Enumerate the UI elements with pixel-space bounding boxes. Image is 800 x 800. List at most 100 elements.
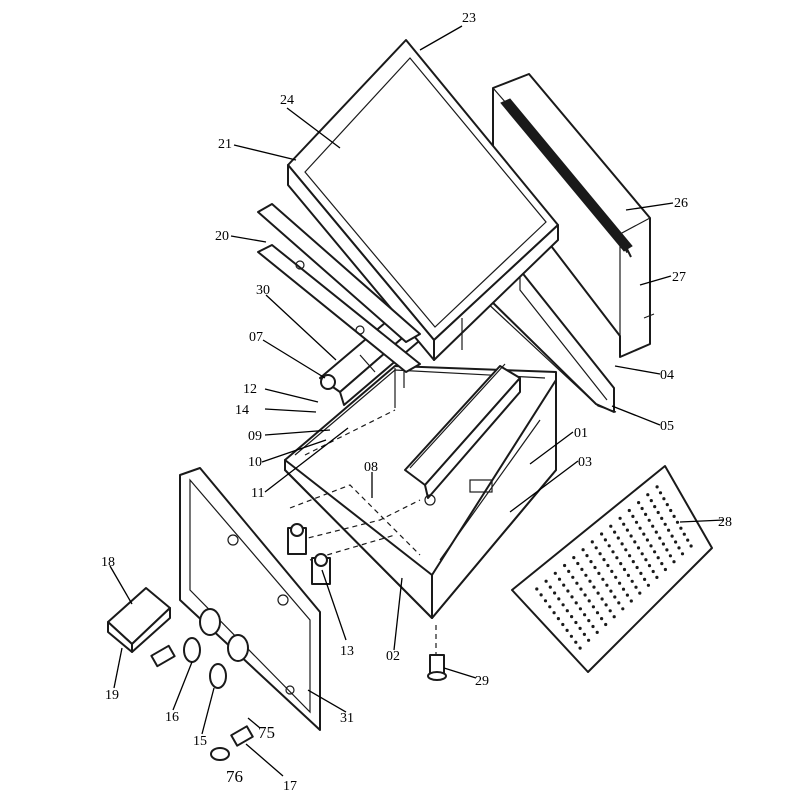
louver-slat bbox=[544, 151, 551, 161]
grate-hole bbox=[649, 499, 653, 503]
callout-01: 01 bbox=[574, 426, 588, 441]
louver-slat bbox=[589, 204, 595, 214]
callout-30: 30 bbox=[256, 283, 270, 298]
louver-slat bbox=[559, 168, 566, 178]
leader-14 bbox=[264, 408, 317, 413]
callout-21: 21 bbox=[218, 137, 232, 152]
callout-31: 31 bbox=[340, 711, 354, 726]
grate-hole bbox=[597, 571, 601, 576]
louver-slat bbox=[622, 244, 629, 254]
louver-slat bbox=[607, 226, 614, 236]
grate-hole bbox=[647, 518, 651, 522]
louver-slat bbox=[555, 164, 562, 174]
grate-hole bbox=[548, 585, 552, 589]
grate-hole bbox=[655, 575, 659, 580]
grate-hole bbox=[658, 536, 662, 540]
grate-hole bbox=[621, 587, 626, 591]
grate-hole bbox=[584, 573, 588, 577]
louver-slat bbox=[603, 222, 610, 231]
grate-hole bbox=[583, 613, 587, 617]
grate-hole bbox=[647, 564, 652, 568]
grate-hole bbox=[582, 632, 587, 637]
grate-hole bbox=[567, 569, 571, 574]
louver-slat bbox=[522, 124, 529, 134]
grate-hole bbox=[658, 491, 663, 495]
grate-hole bbox=[640, 506, 644, 511]
callout-23: 23 bbox=[462, 11, 476, 26]
grate-hole bbox=[606, 563, 610, 568]
side-rail bbox=[257, 203, 421, 373]
grate-hole bbox=[628, 554, 632, 558]
grate-hole bbox=[609, 589, 613, 593]
grate-hole bbox=[616, 536, 620, 540]
grate-hole bbox=[587, 619, 591, 623]
grate-hole bbox=[587, 638, 591, 642]
grate-hole bbox=[603, 538, 608, 542]
callout-labels: 23 24 21 26 20 27 30 07 04 12 14 05 09 0… bbox=[101, 11, 732, 794]
leader-23 bbox=[419, 25, 463, 51]
grate-hole bbox=[639, 571, 643, 576]
leader-29 bbox=[443, 667, 477, 679]
grate-hole bbox=[569, 634, 574, 638]
louver-slat bbox=[533, 137, 540, 147]
grate-hole bbox=[593, 565, 597, 570]
callout-10: 10 bbox=[248, 455, 262, 470]
leg-foot bbox=[427, 654, 447, 681]
grate-hole bbox=[631, 514, 635, 519]
grate-hole bbox=[576, 561, 580, 566]
grate-hole bbox=[621, 607, 625, 611]
grate-hole bbox=[649, 544, 653, 548]
grate-hole bbox=[665, 548, 669, 552]
louver-slat bbox=[548, 155, 555, 165]
grate-hole bbox=[624, 548, 628, 552]
grate-hole bbox=[654, 530, 658, 534]
louver-slat bbox=[511, 111, 518, 121]
leader-lines bbox=[109, 25, 725, 777]
leader-04 bbox=[614, 365, 661, 375]
grate-hole bbox=[656, 556, 660, 560]
grate-hole bbox=[653, 505, 657, 509]
callout-02: 02 bbox=[386, 649, 400, 664]
grate-hole bbox=[590, 540, 594, 544]
grate-hole bbox=[665, 503, 669, 507]
grate-hole bbox=[618, 516, 622, 520]
grate-hole bbox=[544, 579, 548, 583]
grate-hole bbox=[575, 581, 579, 585]
grate-hole bbox=[565, 628, 569, 633]
grate-hole bbox=[591, 605, 596, 609]
grate-hole bbox=[571, 575, 575, 579]
callout-04: 04 bbox=[660, 368, 674, 383]
grate-hole bbox=[618, 581, 622, 585]
grate-hole bbox=[585, 554, 589, 558]
grate-hole bbox=[595, 611, 600, 615]
grate-hole bbox=[660, 516, 664, 521]
grate-hole bbox=[578, 626, 582, 631]
back-panel bbox=[491, 73, 655, 358]
grate-hole bbox=[646, 493, 650, 497]
louver-slat bbox=[596, 213, 603, 223]
grate-hole bbox=[594, 546, 598, 550]
grate-hole bbox=[611, 550, 615, 554]
grate-hole bbox=[679, 526, 683, 530]
louver-slat bbox=[541, 146, 547, 156]
grate-hole bbox=[570, 595, 574, 599]
grate-hole bbox=[644, 558, 648, 562]
grate-hole bbox=[579, 587, 583, 591]
grate-hole bbox=[572, 556, 576, 560]
grate-hole bbox=[574, 601, 578, 605]
grate-hole bbox=[617, 601, 621, 605]
grate-hole bbox=[548, 605, 552, 609]
callout-13: 13 bbox=[340, 644, 354, 659]
leader-05 bbox=[611, 405, 661, 426]
grate-hole bbox=[675, 520, 680, 524]
callout-26: 26 bbox=[674, 196, 688, 211]
grate-hole bbox=[578, 646, 582, 650]
grate-hole bbox=[612, 615, 616, 619]
grate-hole bbox=[580, 567, 584, 572]
grate-hole bbox=[634, 520, 639, 524]
grate-hole bbox=[656, 510, 660, 515]
grate-hole bbox=[574, 620, 578, 625]
grate-hole bbox=[557, 577, 562, 581]
grate-hole bbox=[644, 512, 648, 517]
grate-hole bbox=[660, 562, 664, 566]
